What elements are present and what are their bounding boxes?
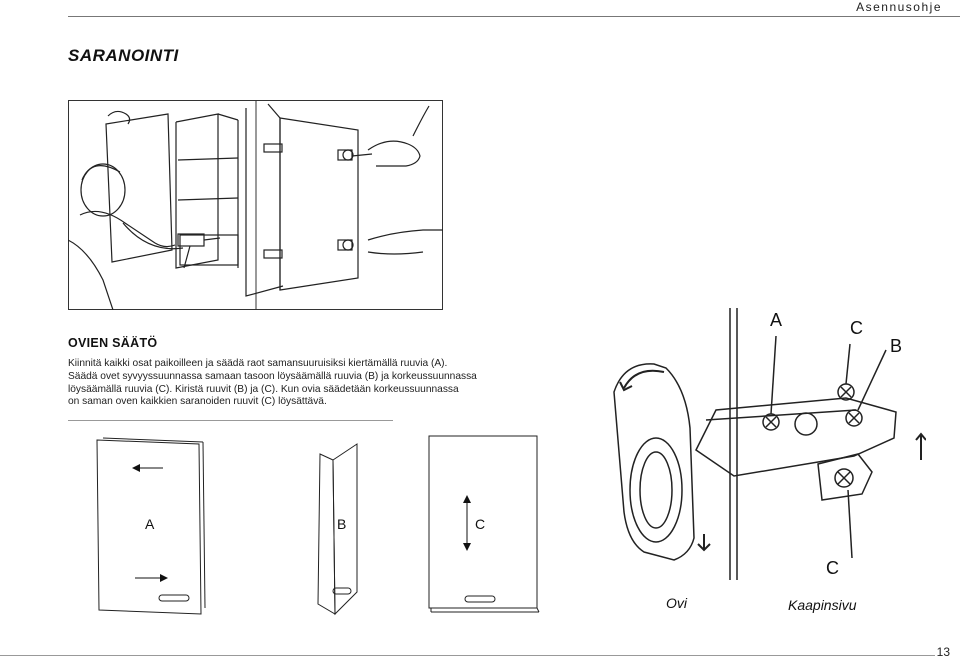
adjustment-line: Säädä ovet syvyyssuunnassa samaan tasoon… <box>68 370 477 382</box>
adjustment-line: Kiinnitä kaikki osat paikoilleen ja sääd… <box>68 358 448 369</box>
hinge-label-a: A <box>770 310 782 330</box>
door-panel-b <box>317 443 358 616</box>
section-divider <box>68 420 393 421</box>
panel-label-b: B <box>337 516 346 532</box>
hinge-label-cabinet-side: Kaapinsivu <box>788 597 857 613</box>
document-title: Asennusohje <box>856 0 942 14</box>
door-panel-a <box>96 437 206 615</box>
door-adjustment-diagrams: A B C <box>96 435 540 616</box>
hinge-diagram: A C B C Ovi Kaapinsivu <box>613 308 926 613</box>
door-panel-c <box>428 435 540 613</box>
panel-label-c: C <box>475 516 485 532</box>
adjustment-line: löysäämällä ruuvia (C). Kiristä ruuvit (… <box>68 383 459 395</box>
adjustment-title: OVIEN SÄÄTÖ <box>68 336 158 350</box>
footer-rule <box>0 655 935 656</box>
adjustment-line: on saman oven kaikkien saranoiden ruuvit… <box>68 396 327 408</box>
hinge-label-c-top: C <box>850 318 863 338</box>
hinge-label-door: Ovi <box>666 595 688 611</box>
panel-label-a: A <box>145 516 155 532</box>
installer-illustration <box>68 100 443 310</box>
header-rule <box>68 16 960 17</box>
section-title: SARANOINTI <box>68 46 179 65</box>
page-number: 13 <box>936 645 950 659</box>
adjustment-text: Kiinnitä kaikki osat paikoilleen ja sääd… <box>68 358 588 409</box>
hinge-label-b: B <box>890 336 902 356</box>
hinge-label-c-bottom: C <box>826 558 839 578</box>
